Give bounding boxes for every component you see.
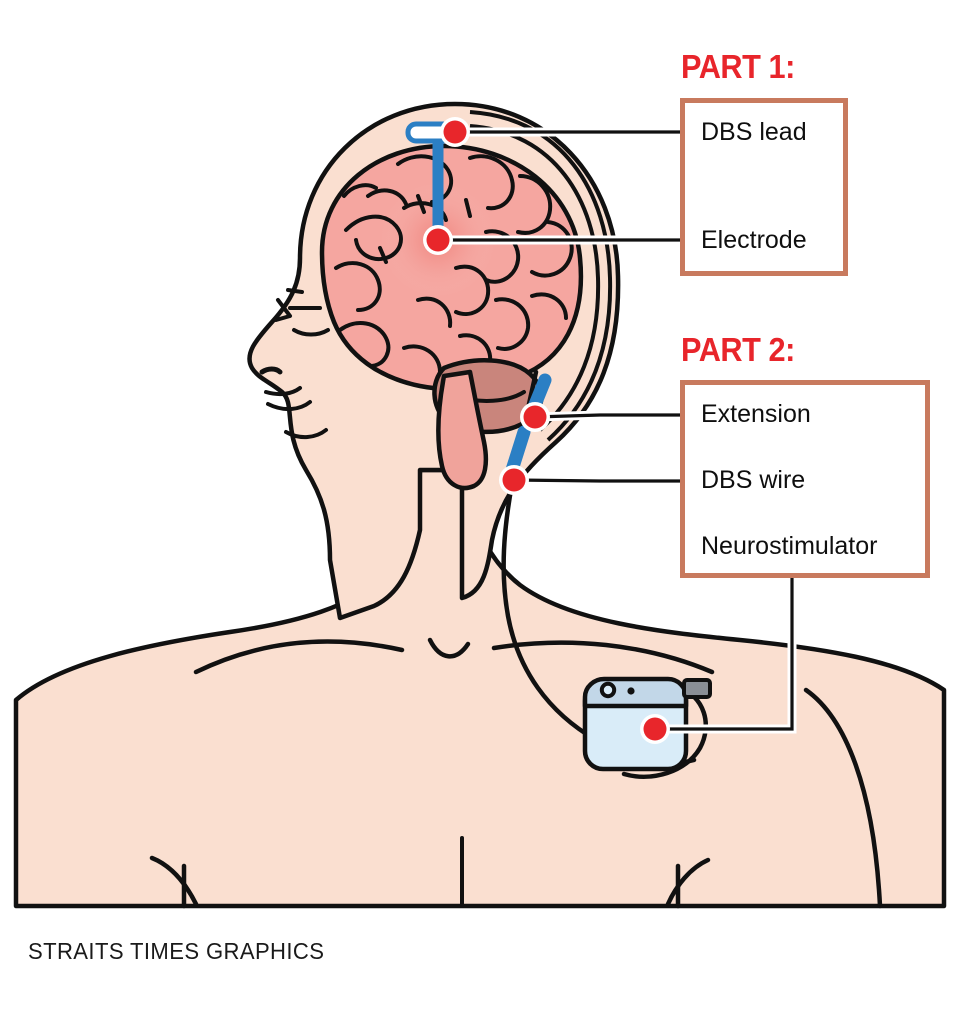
callout-label-dbs-lead[interactable]: DBS lead	[701, 118, 807, 146]
neurostimulator-marker	[640, 714, 670, 744]
part-1-heading: PART 1:	[681, 48, 795, 85]
callout-label-dbs-wire[interactable]: DBS wire	[701, 466, 806, 494]
dbs-wire-marker	[499, 465, 529, 495]
electrode-marker	[423, 225, 453, 255]
callout-label-extension[interactable]: Extension	[701, 400, 811, 428]
part-1-box	[680, 98, 848, 276]
marker-dots	[423, 117, 670, 744]
part-2-heading: PART 2:	[681, 331, 795, 368]
dbs-lead-marker	[440, 117, 470, 147]
part-2-box	[680, 380, 930, 578]
callout-label-neurostimulator[interactable]: Neurostimulator	[701, 532, 878, 560]
source-credit: STRAITS TIMES GRAPHICS	[28, 938, 325, 964]
leader-lines	[433, 127, 797, 734]
extension-marker	[520, 402, 550, 432]
callout-label-electrode[interactable]: Electrode	[701, 226, 807, 254]
